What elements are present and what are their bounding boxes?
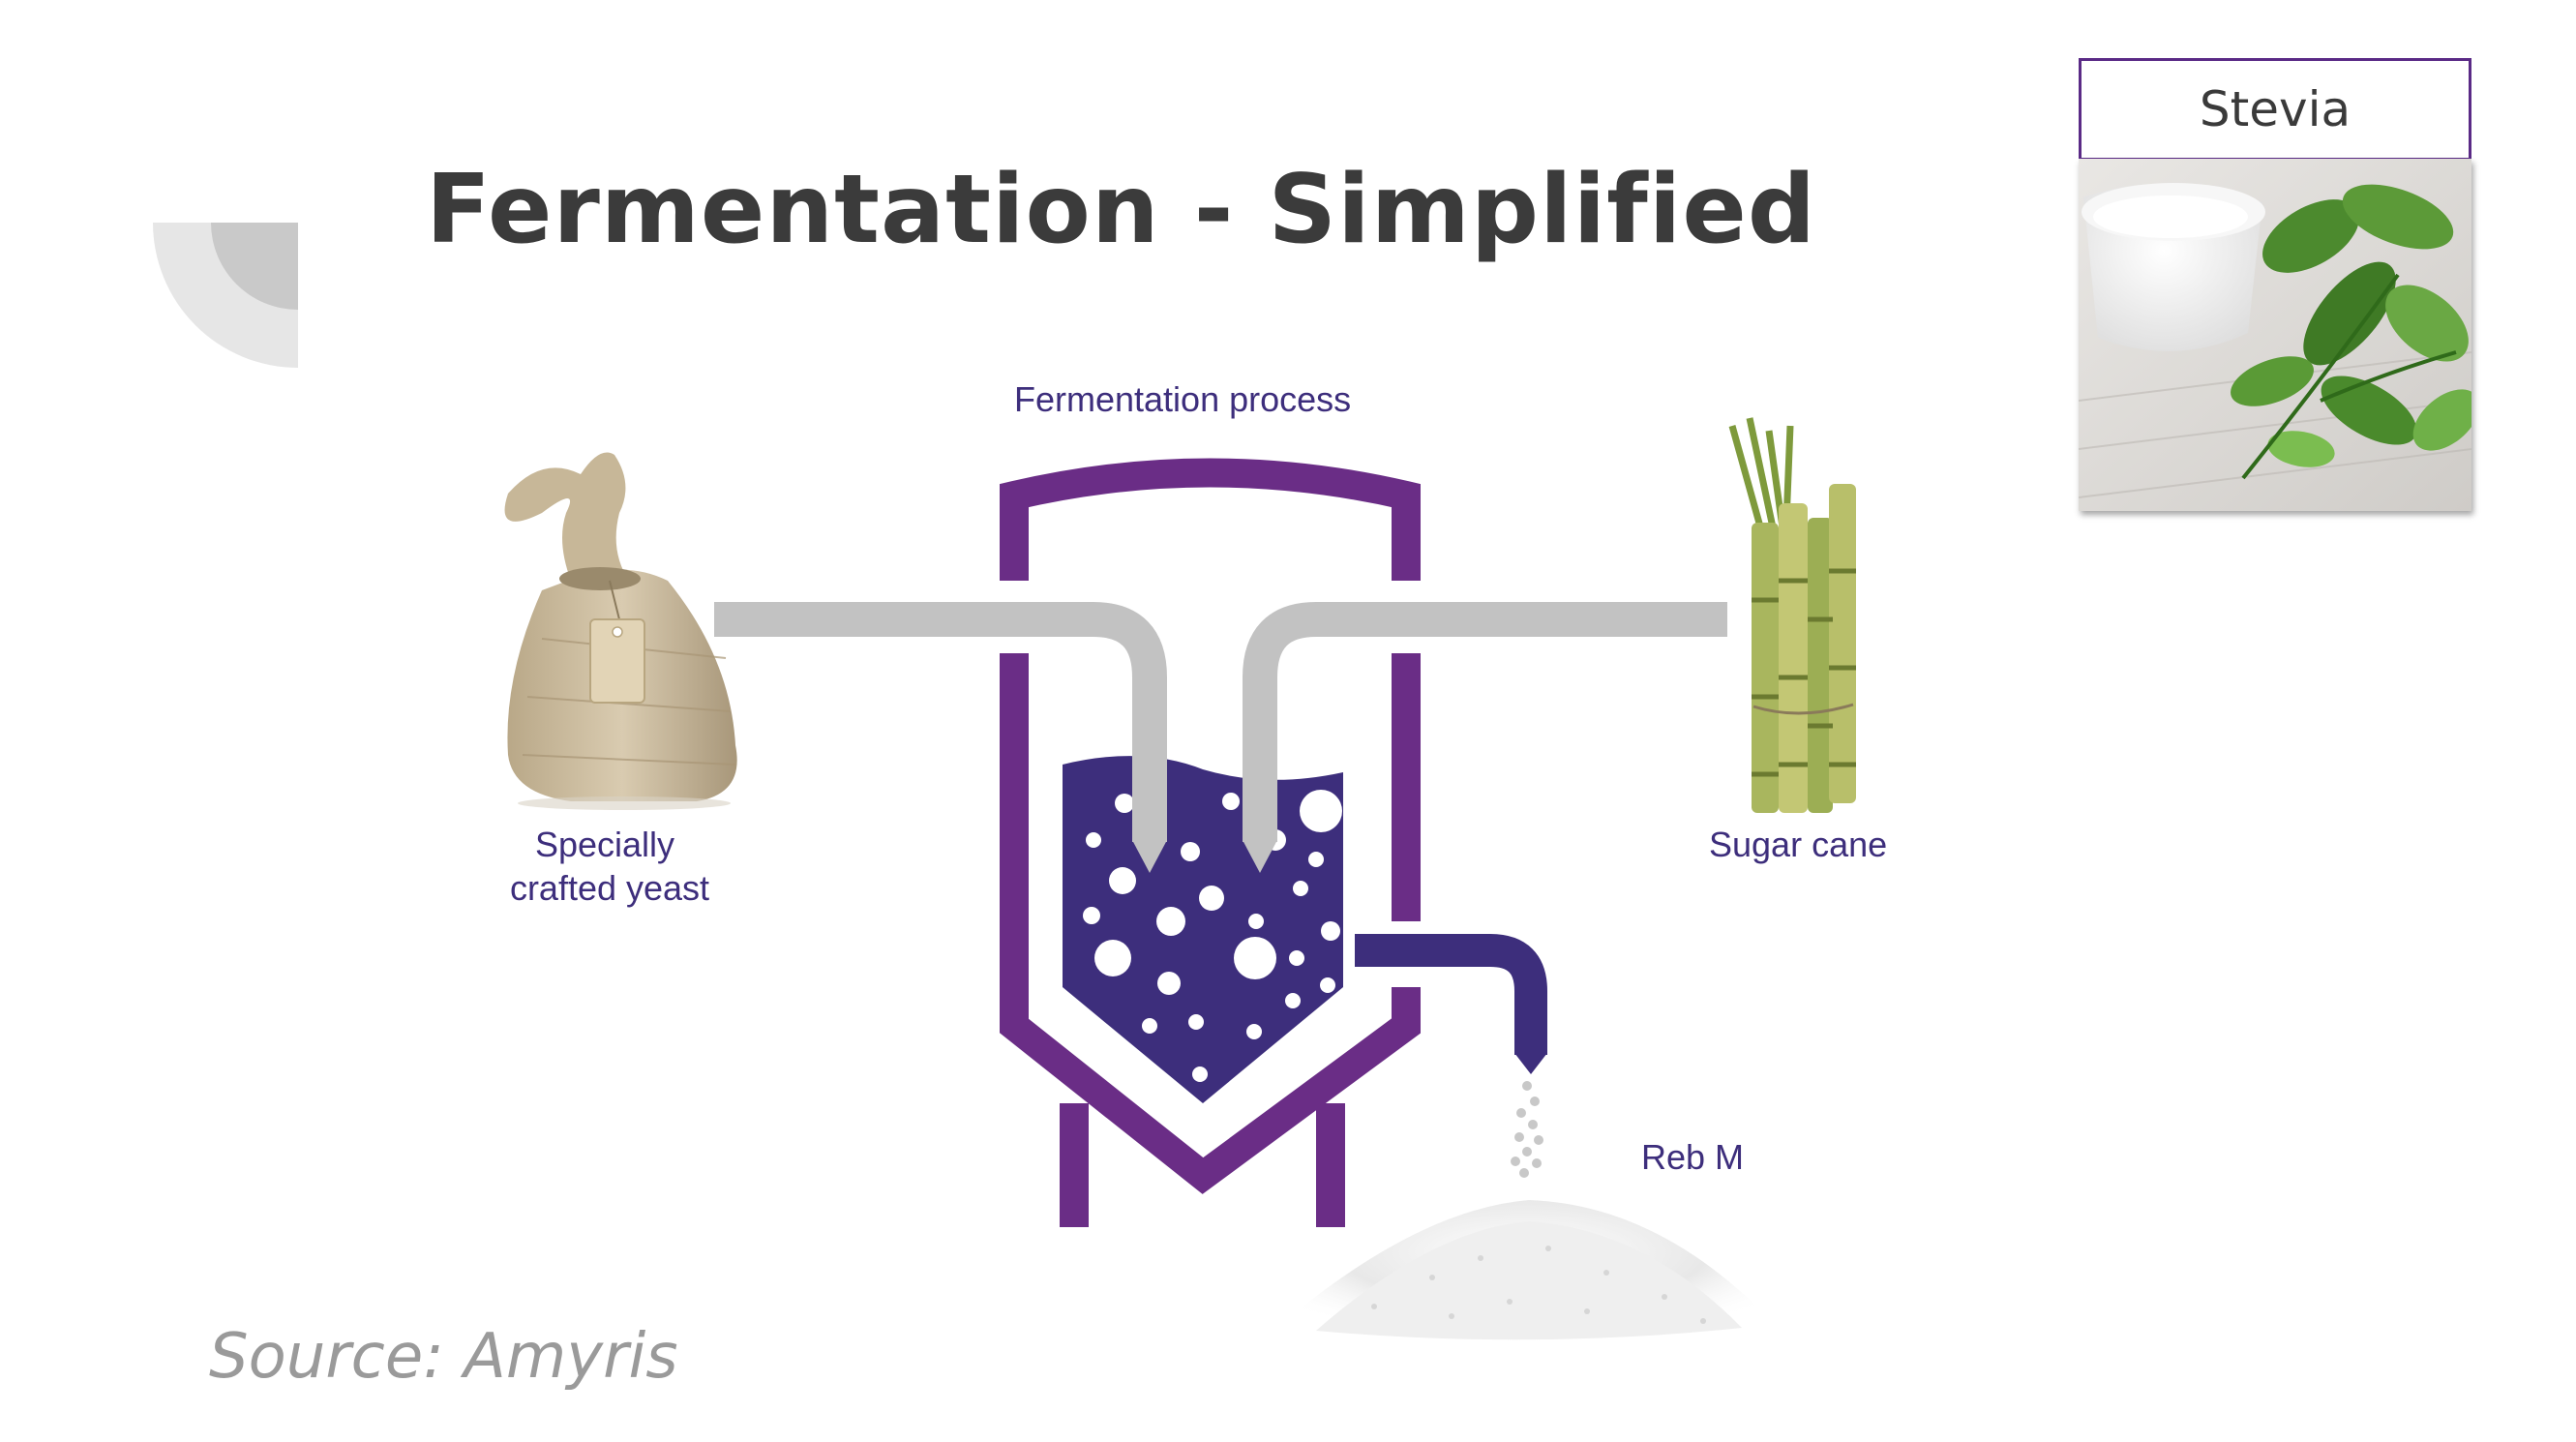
stevia-card: Stevia xyxy=(2079,58,2473,513)
slide-title: Fermentation - Simplified xyxy=(426,155,1817,265)
yeast-label-line2: crafted yeast xyxy=(510,868,709,908)
stevia-label: Stevia xyxy=(2079,58,2471,161)
product-label: Reb M xyxy=(1641,1137,1744,1177)
fermentation-vessel xyxy=(1000,458,1421,1227)
fermentation-liquid xyxy=(1063,756,1343,1103)
process-label: Fermentation process xyxy=(1014,379,1351,419)
input-pipes xyxy=(714,602,1727,842)
yeast-sack xyxy=(504,452,737,810)
yeast-label-line1: Specially xyxy=(535,825,674,864)
reb-m-pile xyxy=(1268,1200,1781,1349)
pipe-nozzles xyxy=(1132,840,1277,873)
stevia-photo xyxy=(2079,159,2471,511)
sugar-cane-label: Sugar cane xyxy=(1709,825,1887,864)
decorative-quarter-circle xyxy=(153,223,298,368)
sugar-cane xyxy=(1728,417,1856,813)
falling-crystals xyxy=(1511,1081,1543,1178)
outlet-pipe xyxy=(1355,934,1547,1074)
source-caption: Source: Amyris xyxy=(209,1321,678,1393)
